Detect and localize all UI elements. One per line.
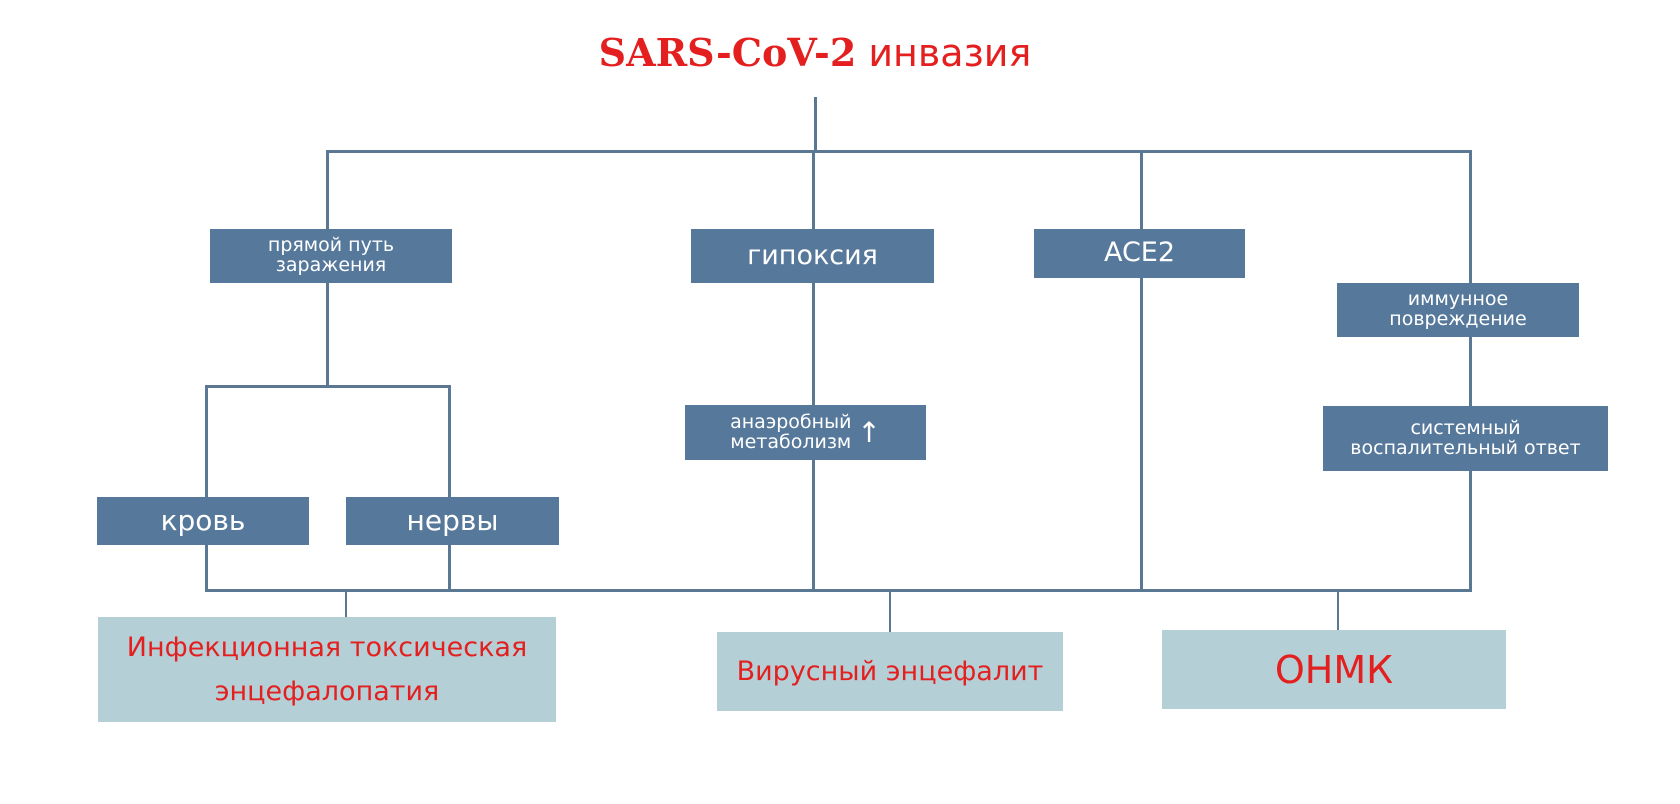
node-direct-infection: прямой путь заражения	[210, 229, 452, 283]
connector-line	[1140, 150, 1143, 230]
connector-line	[326, 150, 1472, 153]
node-label: прямой путь	[267, 234, 395, 257]
diagram-title: SARS-CoV-2 инвазия	[598, 30, 1032, 75]
node-label: системный	[1410, 416, 1521, 439]
node-label: анаэробный	[730, 410, 852, 433]
connector-line	[448, 545, 451, 591]
connector-line	[345, 589, 347, 617]
node-label: нервы	[406, 504, 499, 538]
outcome-label: Инфекционная токсическая	[126, 632, 528, 664]
connector-line	[448, 385, 451, 497]
outcome-label: Вирусный энцефалит	[736, 656, 1044, 687]
outcome-toxic-encephalopathy: Инфекционная токсическая энцефалопатия	[98, 617, 556, 722]
node-label: повреждение	[1389, 308, 1527, 330]
connector-line	[812, 460, 815, 591]
outcome-label: энцефалопатия	[214, 675, 440, 707]
arrow-up-icon: ↑	[857, 415, 881, 449]
connector-line	[1469, 150, 1472, 284]
connector-line	[1140, 278, 1143, 591]
connector-line	[205, 385, 208, 497]
node-label: метаболизм	[730, 430, 852, 453]
node-nerves: нервы	[346, 497, 559, 545]
node-label: заражения	[275, 254, 387, 276]
connector-line	[205, 589, 1472, 592]
connector-line	[326, 283, 329, 387]
node-anaerobic-metabolism: анаэробный метаболизм ↑	[685, 405, 926, 460]
connector-line	[326, 150, 329, 230]
node-label: гипоксия	[747, 239, 878, 271]
node-immune-damage: иммунное повреждение	[1337, 283, 1579, 337]
connector-line	[1469, 471, 1472, 591]
connector-line	[1337, 589, 1339, 632]
outcome-stroke: ОНМК	[1162, 630, 1506, 709]
outcome-label: ОНМК	[1274, 647, 1394, 692]
outcome-viral-encephalitis: Вирусный энцефалит	[717, 632, 1063, 711]
connector-line	[812, 283, 815, 405]
connector-line	[1469, 337, 1472, 407]
node-label: воспалительный ответ	[1350, 436, 1581, 459]
connector-line	[205, 545, 208, 591]
node-blood: кровь	[97, 497, 309, 545]
connector-line	[812, 150, 815, 230]
node-label: ACE2	[1103, 237, 1176, 269]
node-systemic-inflammatory-response: системный воспалительный ответ	[1323, 406, 1608, 471]
node-hypoxia: гипоксия	[691, 229, 934, 283]
node-label: иммунное	[1407, 288, 1509, 311]
node-ace2: ACE2	[1034, 229, 1245, 278]
connector-line	[814, 97, 817, 153]
node-label: кровь	[160, 504, 246, 538]
connector-line	[205, 385, 451, 388]
connector-line	[889, 589, 891, 632]
